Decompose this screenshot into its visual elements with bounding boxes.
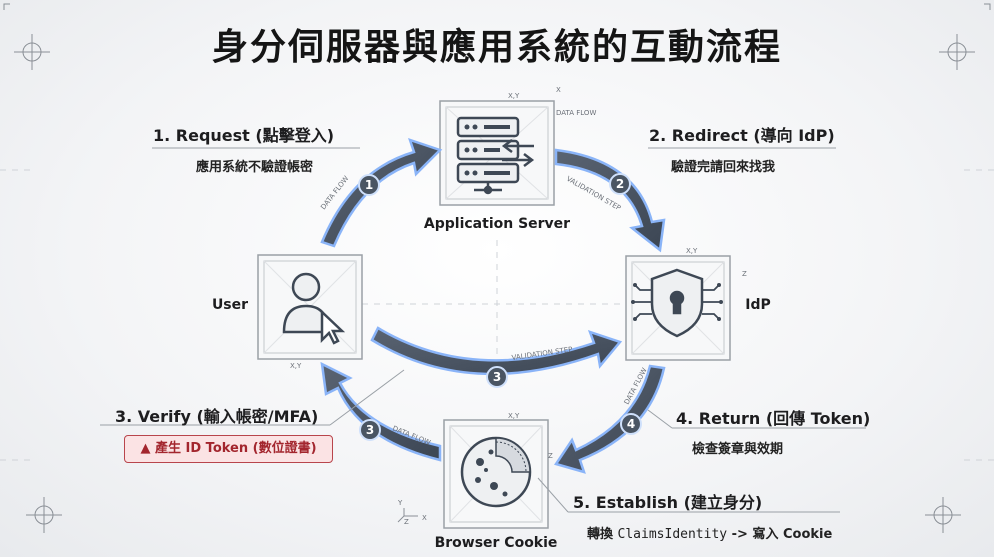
step-5-desc-suffix: -> 寫入 Cookie [727, 527, 833, 542]
annotation-y-axis: Y [397, 499, 403, 507]
step-4-desc: 檢查簽章與效期 [692, 442, 784, 457]
svg-text:3: 3 [366, 423, 374, 437]
annotation-x-top: X [556, 86, 561, 94]
arrow-step-3-left [320, 361, 442, 462]
crosshair-marks [3, 3, 991, 533]
badge-step-4: 4 [620, 413, 642, 435]
svg-text:2: 2 [616, 177, 624, 191]
annotation-xy-user: X,Y [290, 362, 302, 370]
step-badges: 1 2 3 3 4 [358, 173, 642, 441]
flow-arrows [320, 138, 666, 474]
warning-icon: ▲ [140, 441, 151, 456]
cookie-icon [460, 436, 532, 508]
node-label-user: User [211, 297, 249, 313]
annotation-xy-cookie: X,Y [508, 412, 520, 420]
step-5-title: 5. Establish (建立身分) [573, 493, 763, 512]
arrow-step-1 [320, 138, 443, 248]
svg-text:1: 1 [365, 178, 373, 192]
node-label-browser-cookie: Browser Cookie [434, 535, 558, 551]
badge-step-1: 1 [358, 174, 380, 196]
arrow-step-2 [554, 148, 666, 253]
guide-lines [0, 169, 994, 461]
step-5-desc-code: ClaimsIdentity [617, 527, 728, 542]
shield-lock-icon [631, 268, 723, 338]
step-5-desc-prefix: 轉換 [587, 527, 618, 542]
annotation-z-cookie: Z [548, 452, 553, 460]
annotation-xy-top: X,Y [508, 92, 520, 100]
arrow-step-4 [554, 364, 666, 474]
arrow-step-3-center [370, 326, 623, 376]
step-1-desc: 應用系統不驗證帳密 [196, 160, 314, 175]
annotation-z-idp: Z [742, 270, 747, 278]
annotation-xy-idp: X,Y [686, 247, 698, 255]
annotation-data-flow-top: DATA FLOW [556, 109, 596, 117]
badge-step-3-center: 3 [486, 366, 508, 388]
annotation-x-axis: X [422, 514, 427, 522]
badge-step-3-left: 3 [359, 419, 381, 441]
step-2-title: 2. Redirect (導向 IdP) [649, 126, 835, 145]
server-icon [456, 116, 535, 195]
node-label-app-server: Application Server [423, 216, 571, 232]
step-3-alert-text: 產生 ID Token (數位證書) [155, 441, 317, 456]
step-3-title: 3. Verify (輸入帳密/MFA) [115, 407, 319, 426]
step-1-title: 1. Request (點擊登入) [153, 126, 335, 145]
node-label-idp: IdP [745, 297, 771, 313]
badge-step-2: 2 [609, 173, 631, 195]
step-5-desc: 轉換 ClaimsIdentity -> 寫入 Cookie [587, 523, 832, 542]
svg-text:3: 3 [493, 370, 501, 384]
axis-gizmo [397, 508, 418, 523]
step-3-alert-badge: ▲ 產生 ID Token (數位證書) [124, 435, 333, 463]
leader-lines [100, 147, 866, 513]
step-2-desc: 驗證完請回來找我 [671, 160, 776, 175]
user-icon [282, 272, 346, 345]
svg-text:4: 4 [627, 417, 635, 431]
annotation-z-axis: Z [404, 518, 409, 526]
step-4-title: 4. Return (回傳 Token) [676, 409, 871, 428]
page-title: 身分伺服器與應用系統的互動流程 [211, 27, 782, 68]
